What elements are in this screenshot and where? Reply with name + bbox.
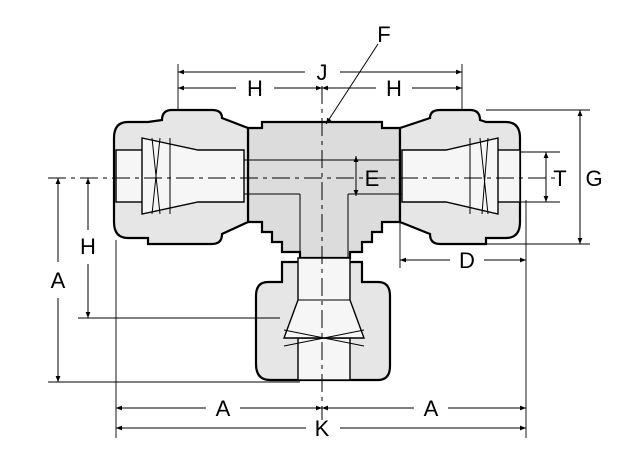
label-d: D [459, 248, 475, 273]
label-a-bottom-right: A [424, 396, 439, 421]
label-a-bottom-left: A [216, 396, 231, 421]
label-j: J [317, 60, 328, 85]
label-g: G [585, 166, 602, 191]
tee-fitting-body [112, 108, 522, 382]
left-ferrule [141, 137, 245, 215]
branch-tube-bore [297, 337, 351, 381]
label-k: K [315, 416, 330, 441]
dimension-f-leader [325, 43, 379, 125]
label-t: T [553, 166, 566, 191]
dimension-labels: J F H H E T G D H A A A K [51, 22, 603, 441]
dimension-lines [55, 43, 583, 431]
center-lines [48, 86, 560, 420]
tee-body-outline [246, 120, 402, 260]
label-h-right: H [386, 76, 402, 101]
label-h-left: H [247, 76, 263, 101]
right-ferrule [401, 137, 499, 215]
label-e: E [365, 166, 380, 191]
label-a-vertical: A [51, 268, 66, 293]
label-h-vertical: H [80, 234, 96, 259]
label-f: F [377, 22, 390, 47]
